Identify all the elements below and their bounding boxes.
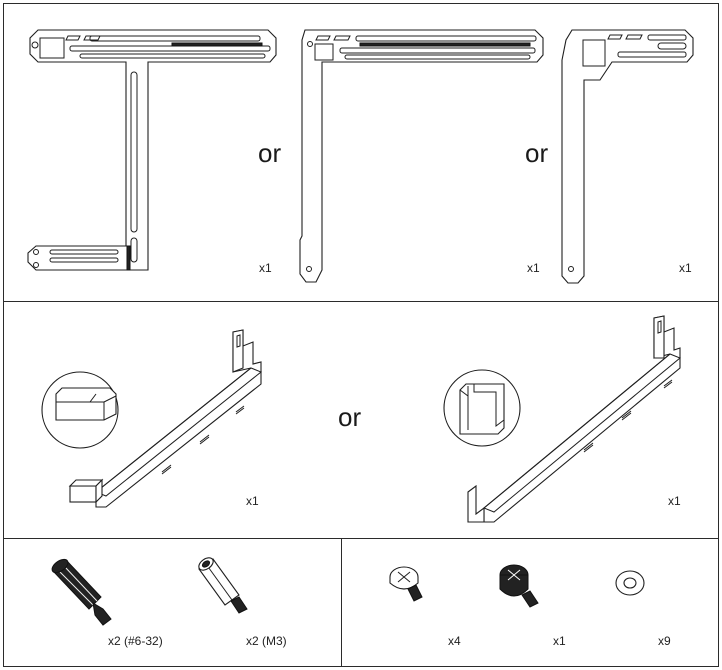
qty-screw: x4	[448, 634, 461, 648]
standoff-m3-icon	[198, 557, 248, 614]
qty-bracket-b: x1	[527, 261, 540, 275]
standoff-drawings	[51, 557, 248, 626]
t-shaped-bracket-icon	[27, 29, 277, 271]
screws-panel: x4 x1 x9	[342, 539, 719, 667]
qty-washer: x9	[658, 634, 671, 648]
or-label-1: or	[258, 138, 282, 168]
bracket-options-panel: or or x1 x1 x1	[0, 0, 722, 301]
divider-bottom-vertical	[341, 538, 342, 667]
divider-middle	[3, 538, 719, 539]
support-options-panel: or x1 x1	[0, 302, 722, 538]
qty-bracket-c: x1	[679, 261, 692, 275]
qty-thumbscrew: x1	[553, 634, 566, 648]
qty-standoff-m3: x2 (M3)	[246, 634, 287, 648]
thumb-screw-icon	[499, 564, 539, 608]
diagram-frame	[3, 3, 719, 667]
support-bar-with-block-icon	[41, 329, 262, 508]
support-bar-with-channel-icon	[443, 315, 681, 523]
qty-standoff-632: x2 (#6-32)	[108, 634, 163, 648]
screw-drawings	[389, 564, 645, 608]
qty-support-b: x1	[668, 494, 681, 508]
qty-bracket-a: x1	[259, 261, 272, 275]
l-shaped-bracket-icon	[299, 29, 544, 283]
qty-support-a: x1	[246, 494, 259, 508]
bracket-drawings	[27, 29, 694, 284]
divider-top	[3, 301, 719, 302]
phillips-screw-icon	[389, 566, 423, 602]
support-drawings	[41, 315, 681, 523]
standoffs-panel: x2 (#6-32) x2 (M3)	[3, 539, 341, 667]
compact-bracket-icon	[561, 29, 694, 284]
standoff-632-icon	[51, 558, 112, 626]
or-label-3: or	[338, 402, 362, 432]
washer-icon	[615, 570, 645, 596]
or-label-2: or	[525, 138, 549, 168]
